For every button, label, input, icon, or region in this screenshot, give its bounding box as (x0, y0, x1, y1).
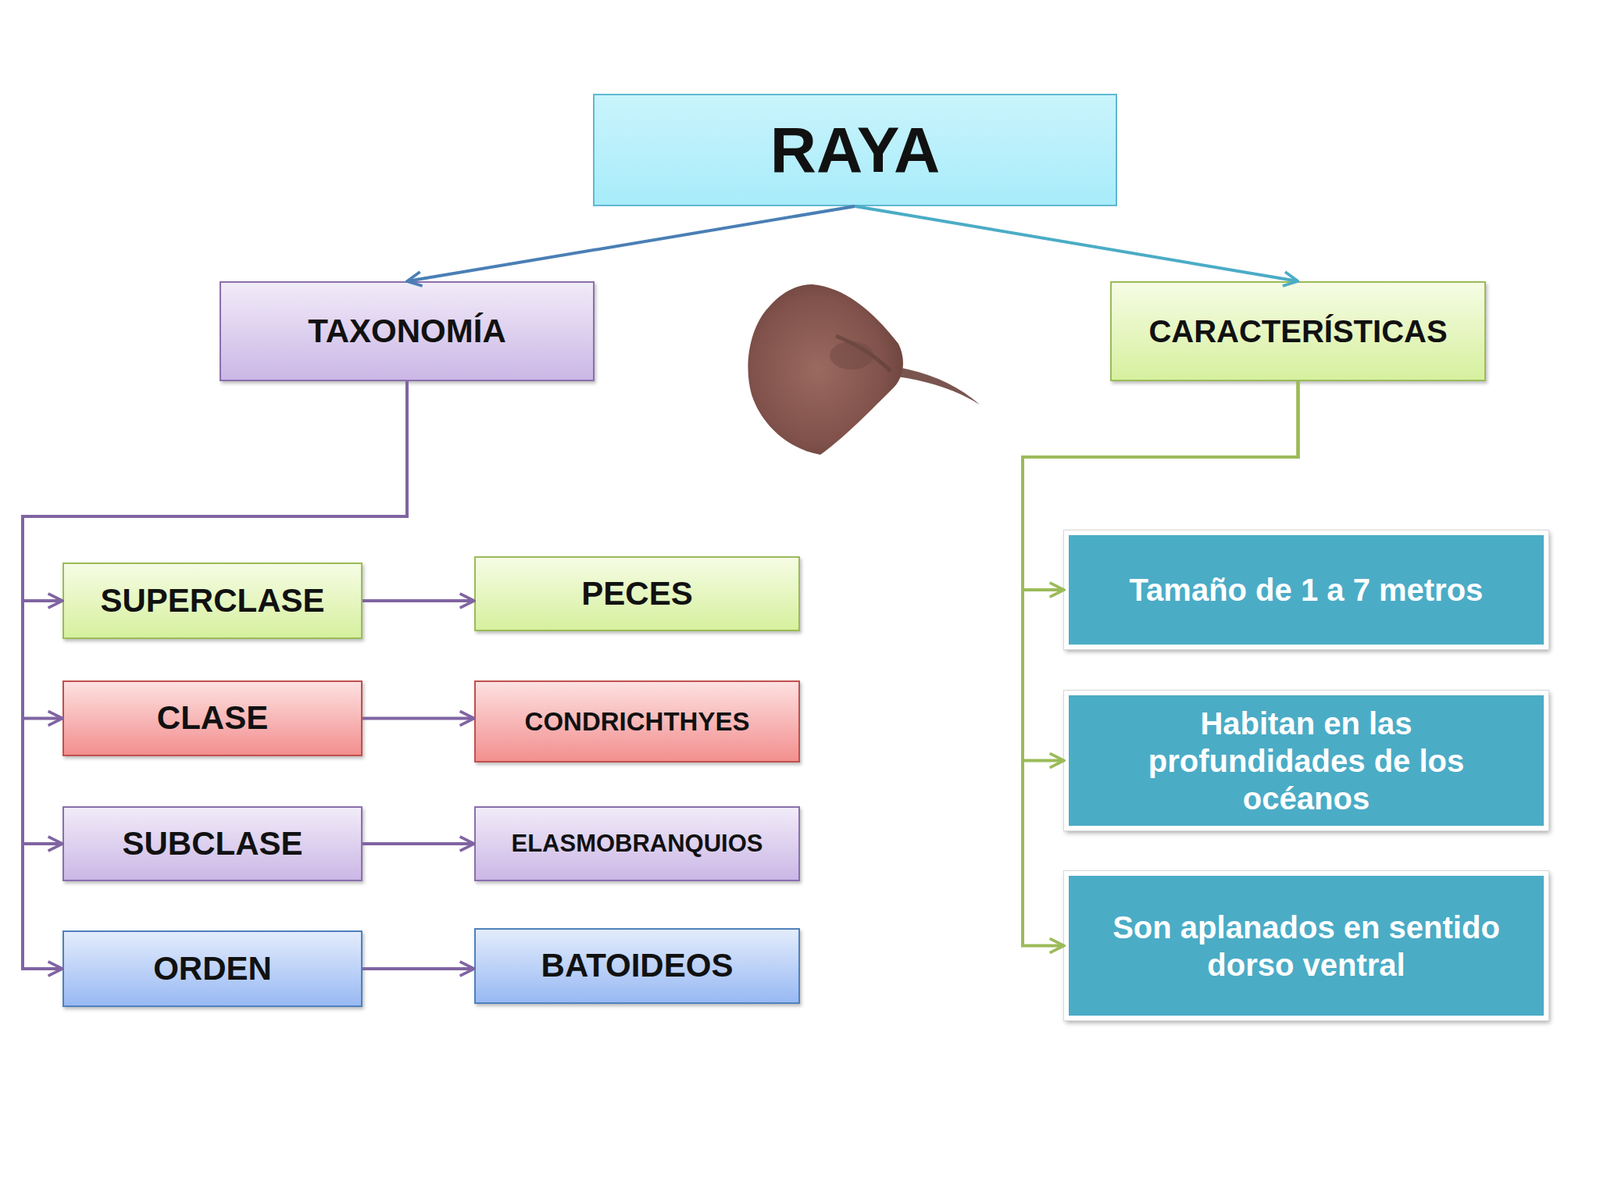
connector (407, 206, 856, 282)
node-text: Tamaño de 1 a 7 metros (1129, 571, 1484, 609)
ray-head-mark (829, 341, 874, 370)
feature-box: Tamaño de 1 a 7 metros (1064, 530, 1549, 650)
taxon-box: BATOIDEOS (474, 928, 800, 1004)
ray-tail (896, 367, 980, 405)
taxon-box: CONDRICHTHYES (474, 680, 800, 763)
node-text: ELASMOBRANQUIOS (510, 828, 763, 858)
connector (362, 842, 475, 846)
connector (855, 206, 1299, 282)
ray-body (747, 284, 904, 455)
taxon-box: PECES (474, 556, 800, 632)
category-box: CARACTERÍSTICAS (1110, 281, 1486, 382)
node-text: RAYA (770, 111, 940, 189)
node-text: ORDEN (153, 949, 272, 989)
node-text: Habitan en las profundidades de los océa… (1131, 704, 1482, 818)
feature-box: Son aplanados en sentido dorso ventral (1064, 871, 1549, 1021)
node-text: Son aplanados en sentido dorso ventral (1092, 908, 1521, 984)
connector (362, 599, 475, 603)
title-box: RAYA (592, 93, 1118, 207)
rank-box: SUPERCLASE (62, 562, 363, 640)
connector (362, 717, 475, 721)
taxon-box: ELASMOBRANQUIOS (474, 806, 800, 882)
connector (22, 381, 408, 969)
node-text: BATOIDEOS (541, 946, 734, 986)
connector (22, 381, 408, 844)
node-text: TAXONOMÍA (307, 311, 507, 351)
node-text: CONDRICHTHYES (525, 706, 750, 738)
node-text: SUPERCLASE (100, 581, 325, 621)
connector (1022, 381, 1299, 947)
node-text: PECES (581, 574, 693, 614)
connector (362, 967, 475, 971)
rank-box: ORDEN (62, 930, 363, 1008)
node-text: SUBCLASE (121, 824, 303, 864)
rank-box: CLASE (62, 680, 363, 757)
category-box: TAXONOMÍA (219, 281, 595, 382)
rank-box: SUBCLASE (62, 806, 363, 882)
node-text: CARACTERÍSTICAS (1148, 312, 1447, 350)
connector (22, 381, 408, 719)
node-text: CLASE (157, 698, 268, 738)
feature-box: Habitan en las profundidades de los océa… (1064, 690, 1549, 831)
